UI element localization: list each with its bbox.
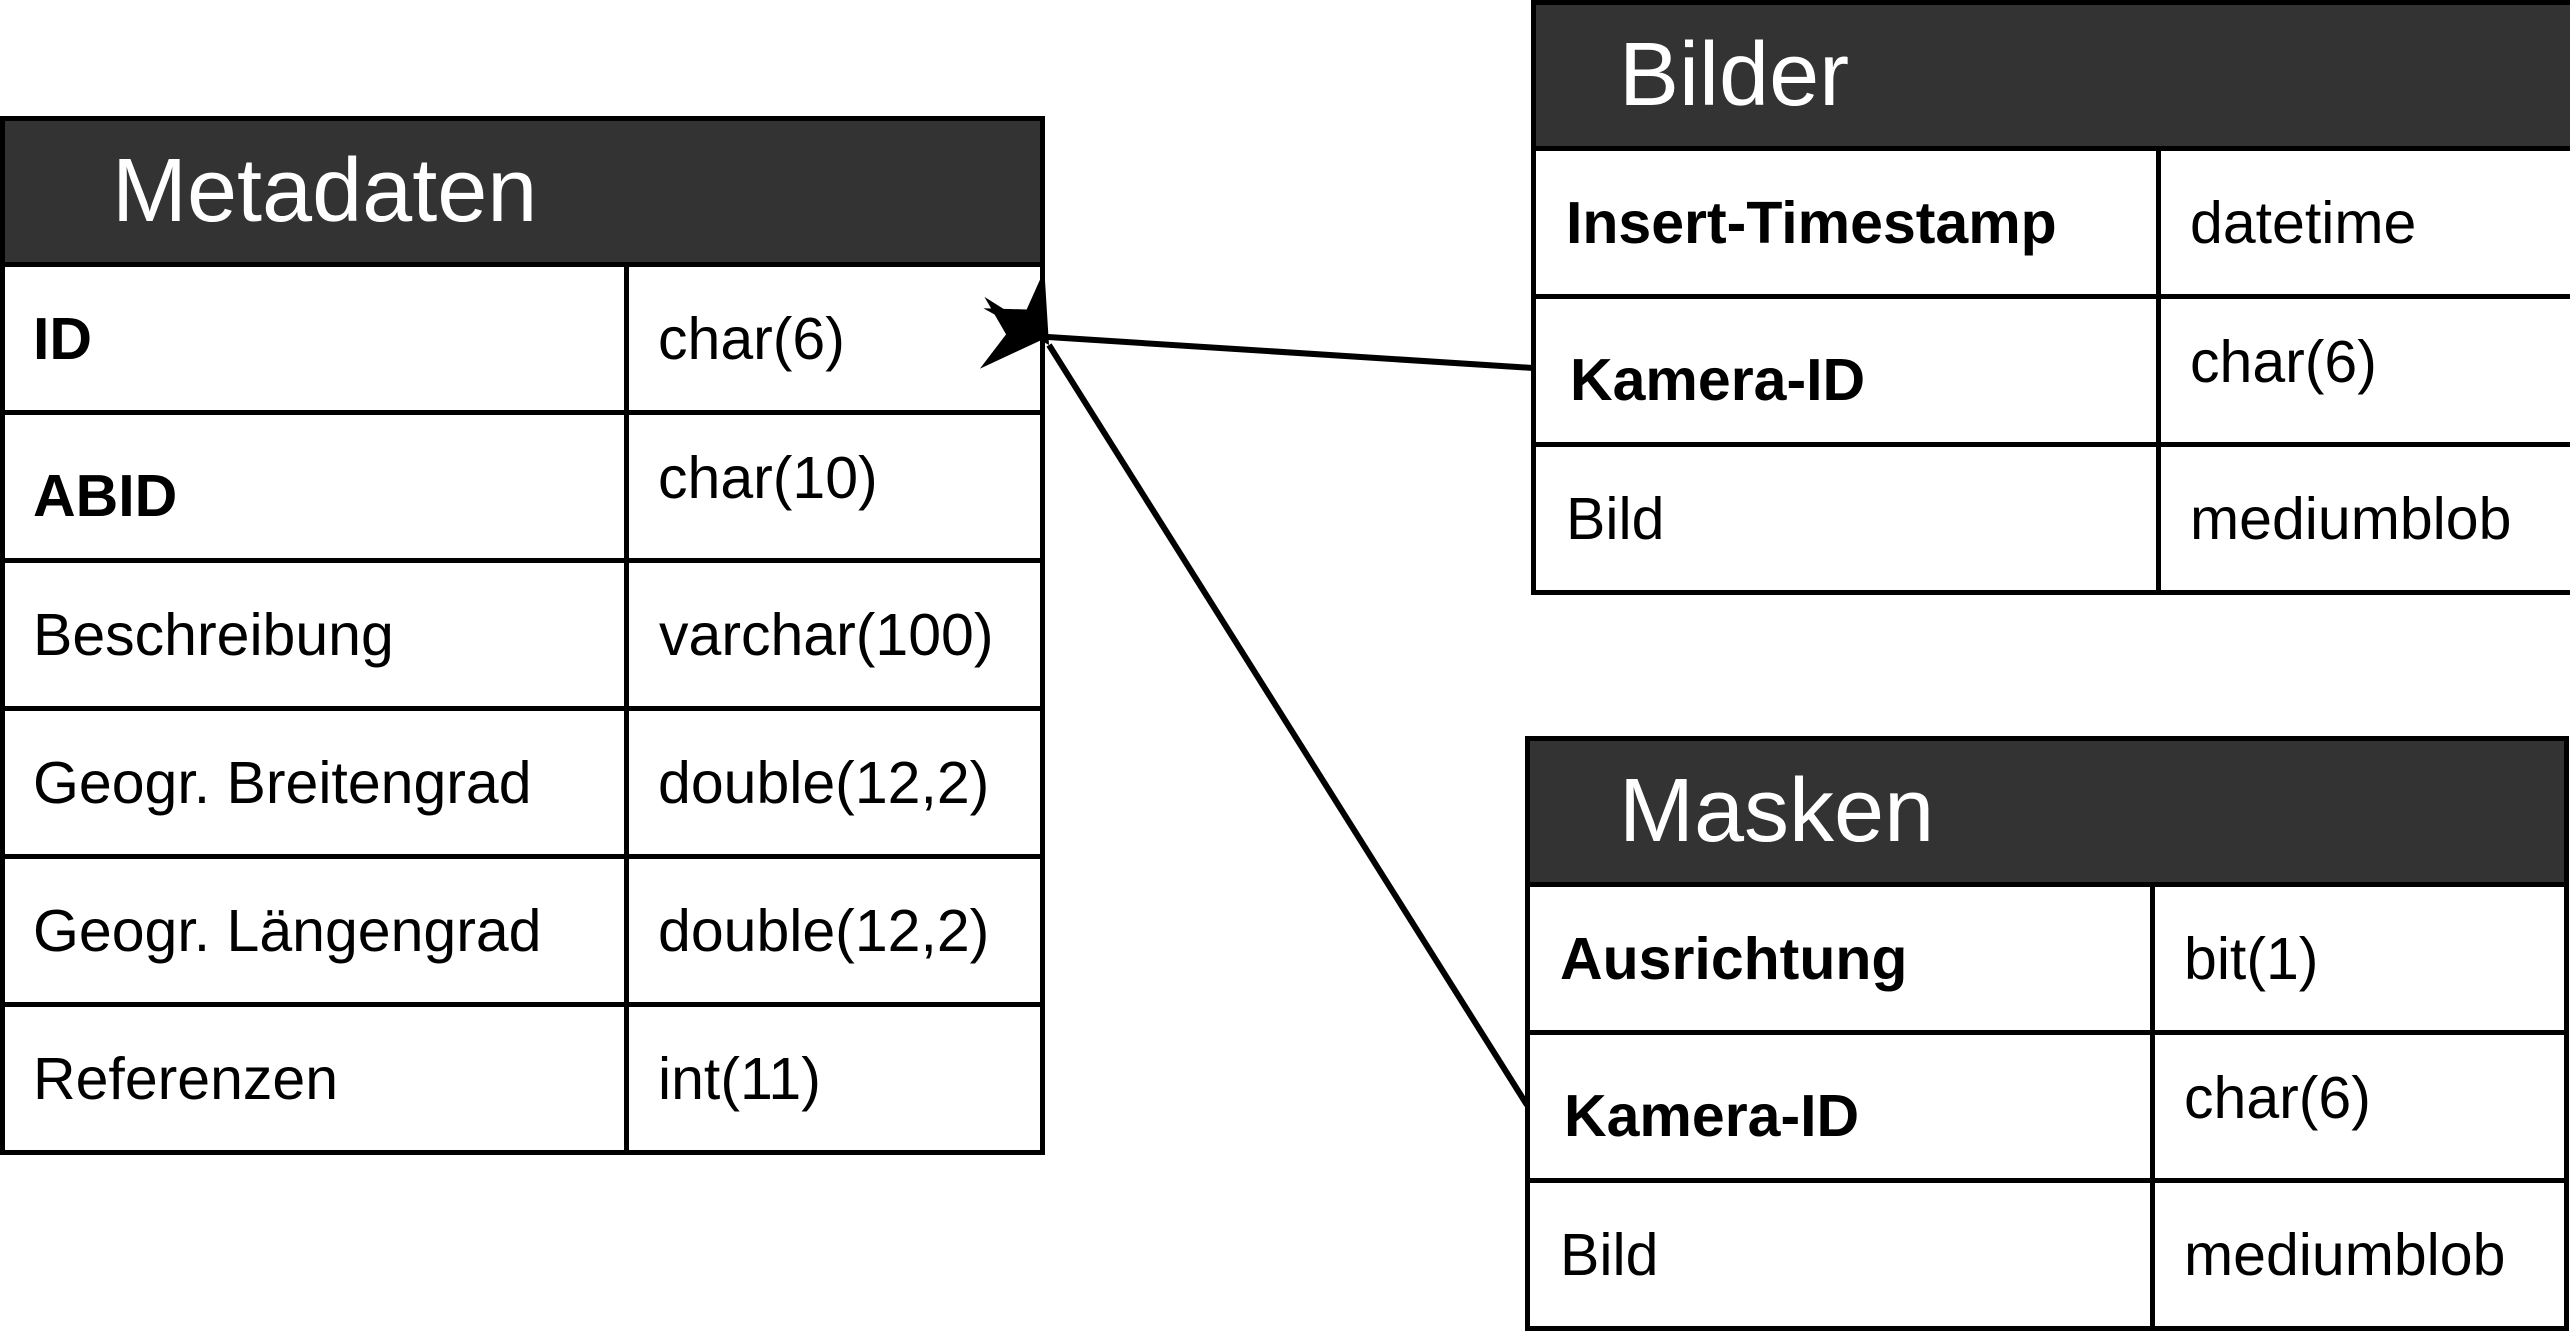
table-bilder: Bilder Insert-Timestamp datetime Kamera-… — [1531, 0, 2570, 595]
column-type: datetime — [2159, 149, 2570, 297]
column-type: int(11) — [627, 1005, 1043, 1153]
table-title: Bilder — [1534, 3, 2570, 149]
table-row: Ausrichtung bit(1) — [1528, 885, 2567, 1033]
column-type: varchar(100) — [627, 561, 1043, 709]
column-type: char(6) — [627, 265, 1043, 413]
table-row: Geogr. Längengrad double(12,2) — [3, 857, 1043, 1005]
column-type: double(12,2) — [627, 709, 1043, 857]
column-type: mediumblob — [2153, 1181, 2567, 1329]
table-header: Metadaten — [3, 119, 1043, 265]
column-name: Geogr. Breitengrad — [3, 709, 627, 857]
relation-arrow-masken-metadaten — [1049, 345, 1527, 1105]
column-name: ABID — [3, 413, 627, 561]
table-header: Masken — [1528, 739, 2567, 885]
table-row: Bild mediumblob — [1528, 1181, 2567, 1329]
column-type: double(12,2) — [627, 857, 1043, 1005]
table-row: Geogr. Breitengrad double(12,2) — [3, 709, 1043, 857]
column-name: Bild — [1528, 1181, 2153, 1329]
column-name: Referenzen — [3, 1005, 627, 1153]
column-type: char(10) — [627, 413, 1043, 561]
table-row: Beschreibung varchar(100) — [3, 561, 1043, 709]
table-row: Kamera-ID char(6) — [1534, 297, 2570, 445]
table-row: Insert-Timestamp datetime — [1534, 149, 2570, 297]
table-title: Metadaten — [3, 119, 1043, 265]
column-name: Kamera-ID — [1528, 1033, 2153, 1181]
table-row: Kamera-ID char(6) — [1528, 1033, 2567, 1181]
column-name: Ausrichtung — [1528, 885, 2153, 1033]
column-name: ID — [3, 265, 627, 413]
column-type: mediumblob — [2159, 445, 2570, 593]
table-row: Bild mediumblob — [1534, 445, 2570, 593]
column-type: char(6) — [2159, 297, 2570, 445]
table-row: ID char(6) — [3, 265, 1043, 413]
relation-arrow-bilder-metadaten — [1048, 337, 1533, 368]
column-type: char(6) — [2153, 1033, 2567, 1181]
table-masken: Masken Ausrichtung bit(1) Kamera-ID char… — [1525, 736, 2569, 1331]
column-name: Geogr. Längengrad — [3, 857, 627, 1005]
table-row: Referenzen int(11) — [3, 1005, 1043, 1153]
column-type: bit(1) — [2153, 885, 2567, 1033]
table-title: Masken — [1528, 739, 2567, 885]
column-name: Kamera-ID — [1534, 297, 2159, 445]
column-name: Insert-Timestamp — [1534, 149, 2159, 297]
table-metadaten: Metadaten ID char(6) ABID char(10) Besch… — [0, 116, 1045, 1155]
column-name: Bild — [1534, 445, 2159, 593]
table-header: Bilder — [1534, 3, 2570, 149]
table-row: ABID char(10) — [3, 413, 1043, 561]
column-name: Beschreibung — [3, 561, 627, 709]
